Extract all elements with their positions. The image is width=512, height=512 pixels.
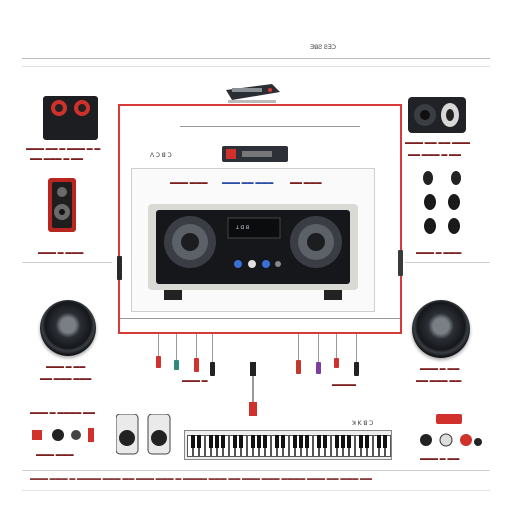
right-top-speaker-icon	[408, 97, 466, 133]
cable-4	[212, 334, 213, 364]
right-divider	[405, 262, 490, 263]
plug-black-8	[354, 362, 359, 376]
footer-label: ꓘ ꓗ ꓭ ꓛ	[352, 421, 374, 427]
keyboard-black-key	[215, 435, 219, 448]
keyboard-black-key	[347, 435, 351, 448]
left-divider	[22, 262, 112, 263]
cable-5	[298, 334, 299, 362]
footer-text-row: ▬▬▬ ▬▬▬ ▬ ▬▬▬▬ ▬▬▬ ▬▬ ▬▬▬ ▬▬▬ ▬ ▬▬▬▬ ▬▬▬…	[30, 476, 373, 482]
cable-1	[158, 334, 159, 358]
left-top-speaker-icon	[43, 96, 98, 140]
keyboard-black-key	[299, 435, 303, 448]
keyboard-black-key	[305, 435, 309, 448]
keyboard-black-key	[221, 435, 225, 448]
right-top-caption: ▬▬▬ ▬▬ ▬▬ ▬▬▬	[405, 140, 471, 146]
header-divider	[22, 58, 490, 59]
center-caption-b: ▬▬▬ ▬▬ ▬▬▬	[222, 180, 274, 186]
center-receiver-icon	[148, 204, 358, 300]
top-cassette-icon	[226, 84, 280, 103]
cable-caption-left: ▬▬▬ ▬	[182, 378, 208, 384]
left-round-caption: ▬▬▬ ▬ ▬▬	[46, 364, 86, 370]
keyboard-black-key	[209, 435, 213, 448]
keyboard-black-key	[233, 435, 237, 448]
keyboard-black-key	[341, 435, 345, 448]
wire-left-v	[118, 104, 120, 334]
keyboard-black-key	[377, 435, 381, 448]
keyboard-black-key	[263, 435, 267, 448]
cable-caption-right: ▬▬▬▬	[332, 382, 356, 388]
bottom-left-speaker-pair-icon	[116, 414, 171, 455]
footer-divider-2	[22, 490, 490, 491]
plug-teal-2	[174, 360, 179, 370]
center-caption-a: ▬▬▬ ▬▬▬	[170, 180, 208, 186]
bottom-left-caption-2: ▬▬▬ ▬▬▬	[36, 452, 74, 458]
keyboard-black-key	[281, 435, 285, 448]
cable-7	[336, 334, 337, 360]
keyboard-black-key	[293, 435, 297, 448]
plug-red-1	[156, 356, 161, 368]
right-frame-plug	[398, 250, 403, 276]
bottom-right-headphones-icon	[420, 414, 482, 447]
wire-top	[118, 104, 402, 106]
receiver-display: ꓕ ꓷ ꓭ	[236, 225, 250, 231]
center-jack-icon	[249, 362, 257, 416]
right-earbuds-caption: ▬▬▬ ▬ ▬▬▬	[416, 250, 462, 256]
wire-mid-top	[180, 126, 360, 127]
center-remote-icon	[222, 146, 288, 162]
right-earbuds-icon	[423, 171, 461, 234]
keyboard-black-key	[239, 435, 243, 448]
bottom-right-caption: ▬▬▬ ▬ ▬▬	[420, 456, 460, 462]
left-red-speaker-icon	[48, 178, 76, 232]
wire-bottom-grey	[120, 318, 400, 319]
plug-black-4	[210, 362, 215, 376]
cable-8	[356, 334, 357, 364]
left-top-caption-2: ▬▬ ▬▬▬ ▬ ▬▬	[30, 156, 84, 162]
keyboard-black-key	[335, 435, 339, 448]
wire-bottom	[118, 332, 402, 334]
keyboard-black-key	[275, 435, 279, 448]
keyboard-icon	[184, 430, 392, 460]
keyboard-black-key	[197, 435, 201, 448]
cable-2	[176, 334, 177, 362]
bottom-left-jacks-icon	[32, 428, 94, 442]
header-divider-2	[22, 66, 490, 67]
left-top-caption: ▬▬▬ ▬▬ ▬ ▬▬▬ ▬ ▬	[26, 146, 101, 152]
cable-3	[196, 334, 197, 360]
center-box-label-left: ᐱ ꓛ ꓭ ꓛ	[150, 153, 172, 159]
plug-purple-6	[316, 362, 321, 374]
plug-red-3	[194, 358, 199, 372]
left-red-caption: ▬▬▬ ▬ ▬▬▬	[38, 250, 84, 256]
keyboard-black-key	[359, 435, 363, 448]
header-label: ƎꓭƧ ƧƎꓛ	[310, 45, 337, 51]
keyboard-black-key	[251, 435, 255, 448]
bottom-left-caption: ▬▬▬ ▬ ▬▬▬▬ ▬▬	[30, 410, 96, 416]
plug-mixed-5	[296, 360, 301, 374]
keyboard-black-key	[323, 435, 327, 448]
right-round-caption: ▬▬▬ ▬ ▬▬	[420, 366, 460, 372]
left-round-speaker-icon	[40, 300, 96, 356]
keyboard-black-key	[317, 435, 321, 448]
keyboard-black-key	[365, 435, 369, 448]
right-round-caption-2: ▬▬ ▬▬▬ ▬▬	[416, 378, 462, 384]
wire-right-v	[400, 104, 402, 334]
cable-6	[318, 334, 319, 364]
left-frame-plug	[117, 256, 122, 280]
right-round-speaker-icon	[412, 300, 470, 358]
keyboard-black-key	[191, 435, 195, 448]
plug-red-7	[334, 358, 339, 368]
footer-divider	[22, 470, 490, 471]
center-caption-c: ▬▬ ▬▬▬	[290, 180, 322, 186]
right-top-caption-2: ▬▬ ▬▬▬ ▬ ▬▬	[408, 152, 462, 158]
left-round-caption-2: ▬▬ ▬▬▬ ▬▬▬	[40, 376, 92, 382]
keyboard-black-key	[257, 435, 261, 448]
keyboard-black-key	[383, 435, 387, 448]
keyboard-keys	[187, 435, 391, 457]
